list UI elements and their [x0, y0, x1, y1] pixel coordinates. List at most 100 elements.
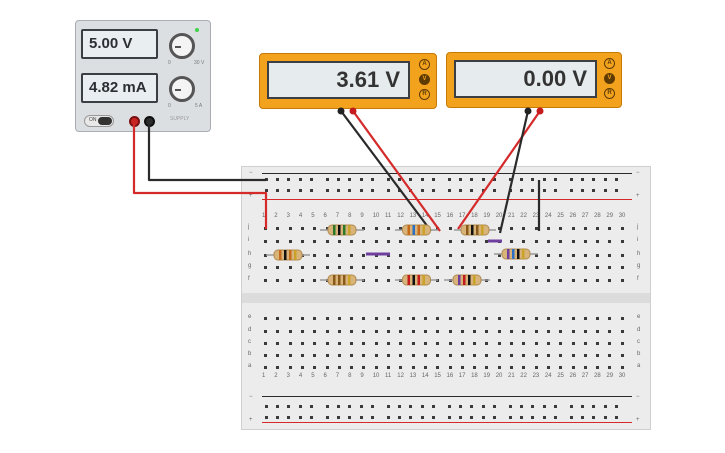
- hole[interactable]: [337, 330, 341, 333]
- hole[interactable]: [448, 405, 451, 408]
- hole[interactable]: [362, 330, 366, 333]
- hole[interactable]: [459, 189, 463, 192]
- hole[interactable]: [298, 416, 302, 419]
- hole[interactable]: [546, 240, 550, 243]
- hole[interactable]: [608, 342, 612, 345]
- hole[interactable]: [448, 354, 452, 357]
- hole[interactable]: [460, 266, 464, 269]
- resistor-3[interactable]: [460, 224, 490, 236]
- hole[interactable]: [492, 416, 496, 419]
- hole[interactable]: [350, 366, 354, 369]
- hole[interactable]: [608, 317, 612, 320]
- hole[interactable]: [481, 189, 485, 192]
- hole[interactable]: [374, 317, 378, 320]
- hole[interactable]: [583, 254, 587, 257]
- hole[interactable]: [546, 317, 550, 320]
- hole[interactable]: [546, 342, 550, 345]
- hole[interactable]: [520, 405, 524, 408]
- hole[interactable]: [350, 342, 354, 345]
- hole[interactable]: [583, 366, 587, 369]
- hole[interactable]: [423, 342, 427, 345]
- hole[interactable]: [362, 342, 366, 345]
- hole[interactable]: [374, 266, 378, 269]
- hole[interactable]: [620, 330, 624, 333]
- hole[interactable]: [399, 254, 403, 257]
- hole[interactable]: [350, 240, 354, 243]
- hole[interactable]: [276, 317, 280, 320]
- hole[interactable]: [571, 330, 575, 333]
- hole[interactable]: [583, 317, 587, 320]
- hole[interactable]: [313, 266, 317, 269]
- hole[interactable]: [546, 227, 550, 230]
- multimeter-1-mode-r-button[interactable]: R: [419, 89, 430, 100]
- hole[interactable]: [492, 189, 496, 192]
- hole[interactable]: [276, 178, 280, 181]
- hole[interactable]: [473, 240, 477, 243]
- hole[interactable]: [265, 189, 268, 192]
- hole[interactable]: [510, 279, 513, 282]
- hole[interactable]: [374, 354, 378, 357]
- hole[interactable]: [313, 342, 317, 345]
- hole[interactable]: [596, 266, 600, 269]
- hole[interactable]: [448, 178, 451, 181]
- hole[interactable]: [423, 366, 427, 369]
- hole[interactable]: [583, 342, 587, 345]
- hole[interactable]: [485, 354, 489, 357]
- hole[interactable]: [276, 354, 280, 357]
- hole[interactable]: [509, 405, 512, 408]
- hole[interactable]: [581, 405, 585, 408]
- hole[interactable]: [300, 279, 304, 282]
- hole[interactable]: [325, 254, 329, 257]
- hole[interactable]: [534, 227, 538, 230]
- hole[interactable]: [276, 189, 280, 192]
- hole[interactable]: [423, 240, 427, 243]
- hole[interactable]: [411, 317, 415, 320]
- resistor-8[interactable]: [452, 274, 482, 286]
- hole[interactable]: [265, 405, 268, 408]
- hole[interactable]: [603, 178, 607, 181]
- hole[interactable]: [313, 254, 317, 257]
- hole[interactable]: [559, 354, 563, 357]
- hole[interactable]: [313, 354, 317, 357]
- hole[interactable]: [608, 227, 612, 230]
- hole[interactable]: [581, 189, 585, 192]
- hole[interactable]: [362, 317, 366, 320]
- hole[interactable]: [522, 240, 526, 243]
- hole[interactable]: [534, 342, 538, 345]
- hole[interactable]: [596, 227, 600, 230]
- hole[interactable]: [300, 342, 304, 345]
- hole[interactable]: [387, 279, 390, 282]
- hole[interactable]: [337, 342, 341, 345]
- hole[interactable]: [546, 354, 550, 357]
- hole[interactable]: [571, 240, 575, 243]
- hole[interactable]: [570, 189, 573, 192]
- hole[interactable]: [264, 366, 267, 369]
- hole[interactable]: [298, 189, 302, 192]
- multimeter-1-mode-a-button[interactable]: A: [419, 59, 430, 70]
- hole[interactable]: [570, 416, 573, 419]
- hole[interactable]: [510, 342, 513, 345]
- hole[interactable]: [485, 330, 489, 333]
- hole[interactable]: [470, 416, 474, 419]
- resistor-5[interactable]: [501, 248, 531, 260]
- hole[interactable]: [522, 317, 526, 320]
- hole[interactable]: [485, 366, 489, 369]
- hole[interactable]: [313, 279, 317, 282]
- hole[interactable]: [362, 240, 366, 243]
- hole[interactable]: [608, 330, 612, 333]
- hole[interactable]: [459, 416, 463, 419]
- hole[interactable]: [313, 240, 317, 243]
- hole[interactable]: [497, 266, 501, 269]
- hole[interactable]: [370, 189, 374, 192]
- hole[interactable]: [309, 189, 313, 192]
- hole[interactable]: [288, 342, 292, 345]
- hole[interactable]: [423, 330, 427, 333]
- hole[interactable]: [325, 330, 329, 333]
- hole[interactable]: [362, 254, 366, 257]
- hole[interactable]: [348, 178, 352, 181]
- hole[interactable]: [313, 330, 317, 333]
- hole[interactable]: [522, 366, 526, 369]
- hole[interactable]: [620, 240, 624, 243]
- hole[interactable]: [460, 330, 464, 333]
- hole[interactable]: [276, 366, 280, 369]
